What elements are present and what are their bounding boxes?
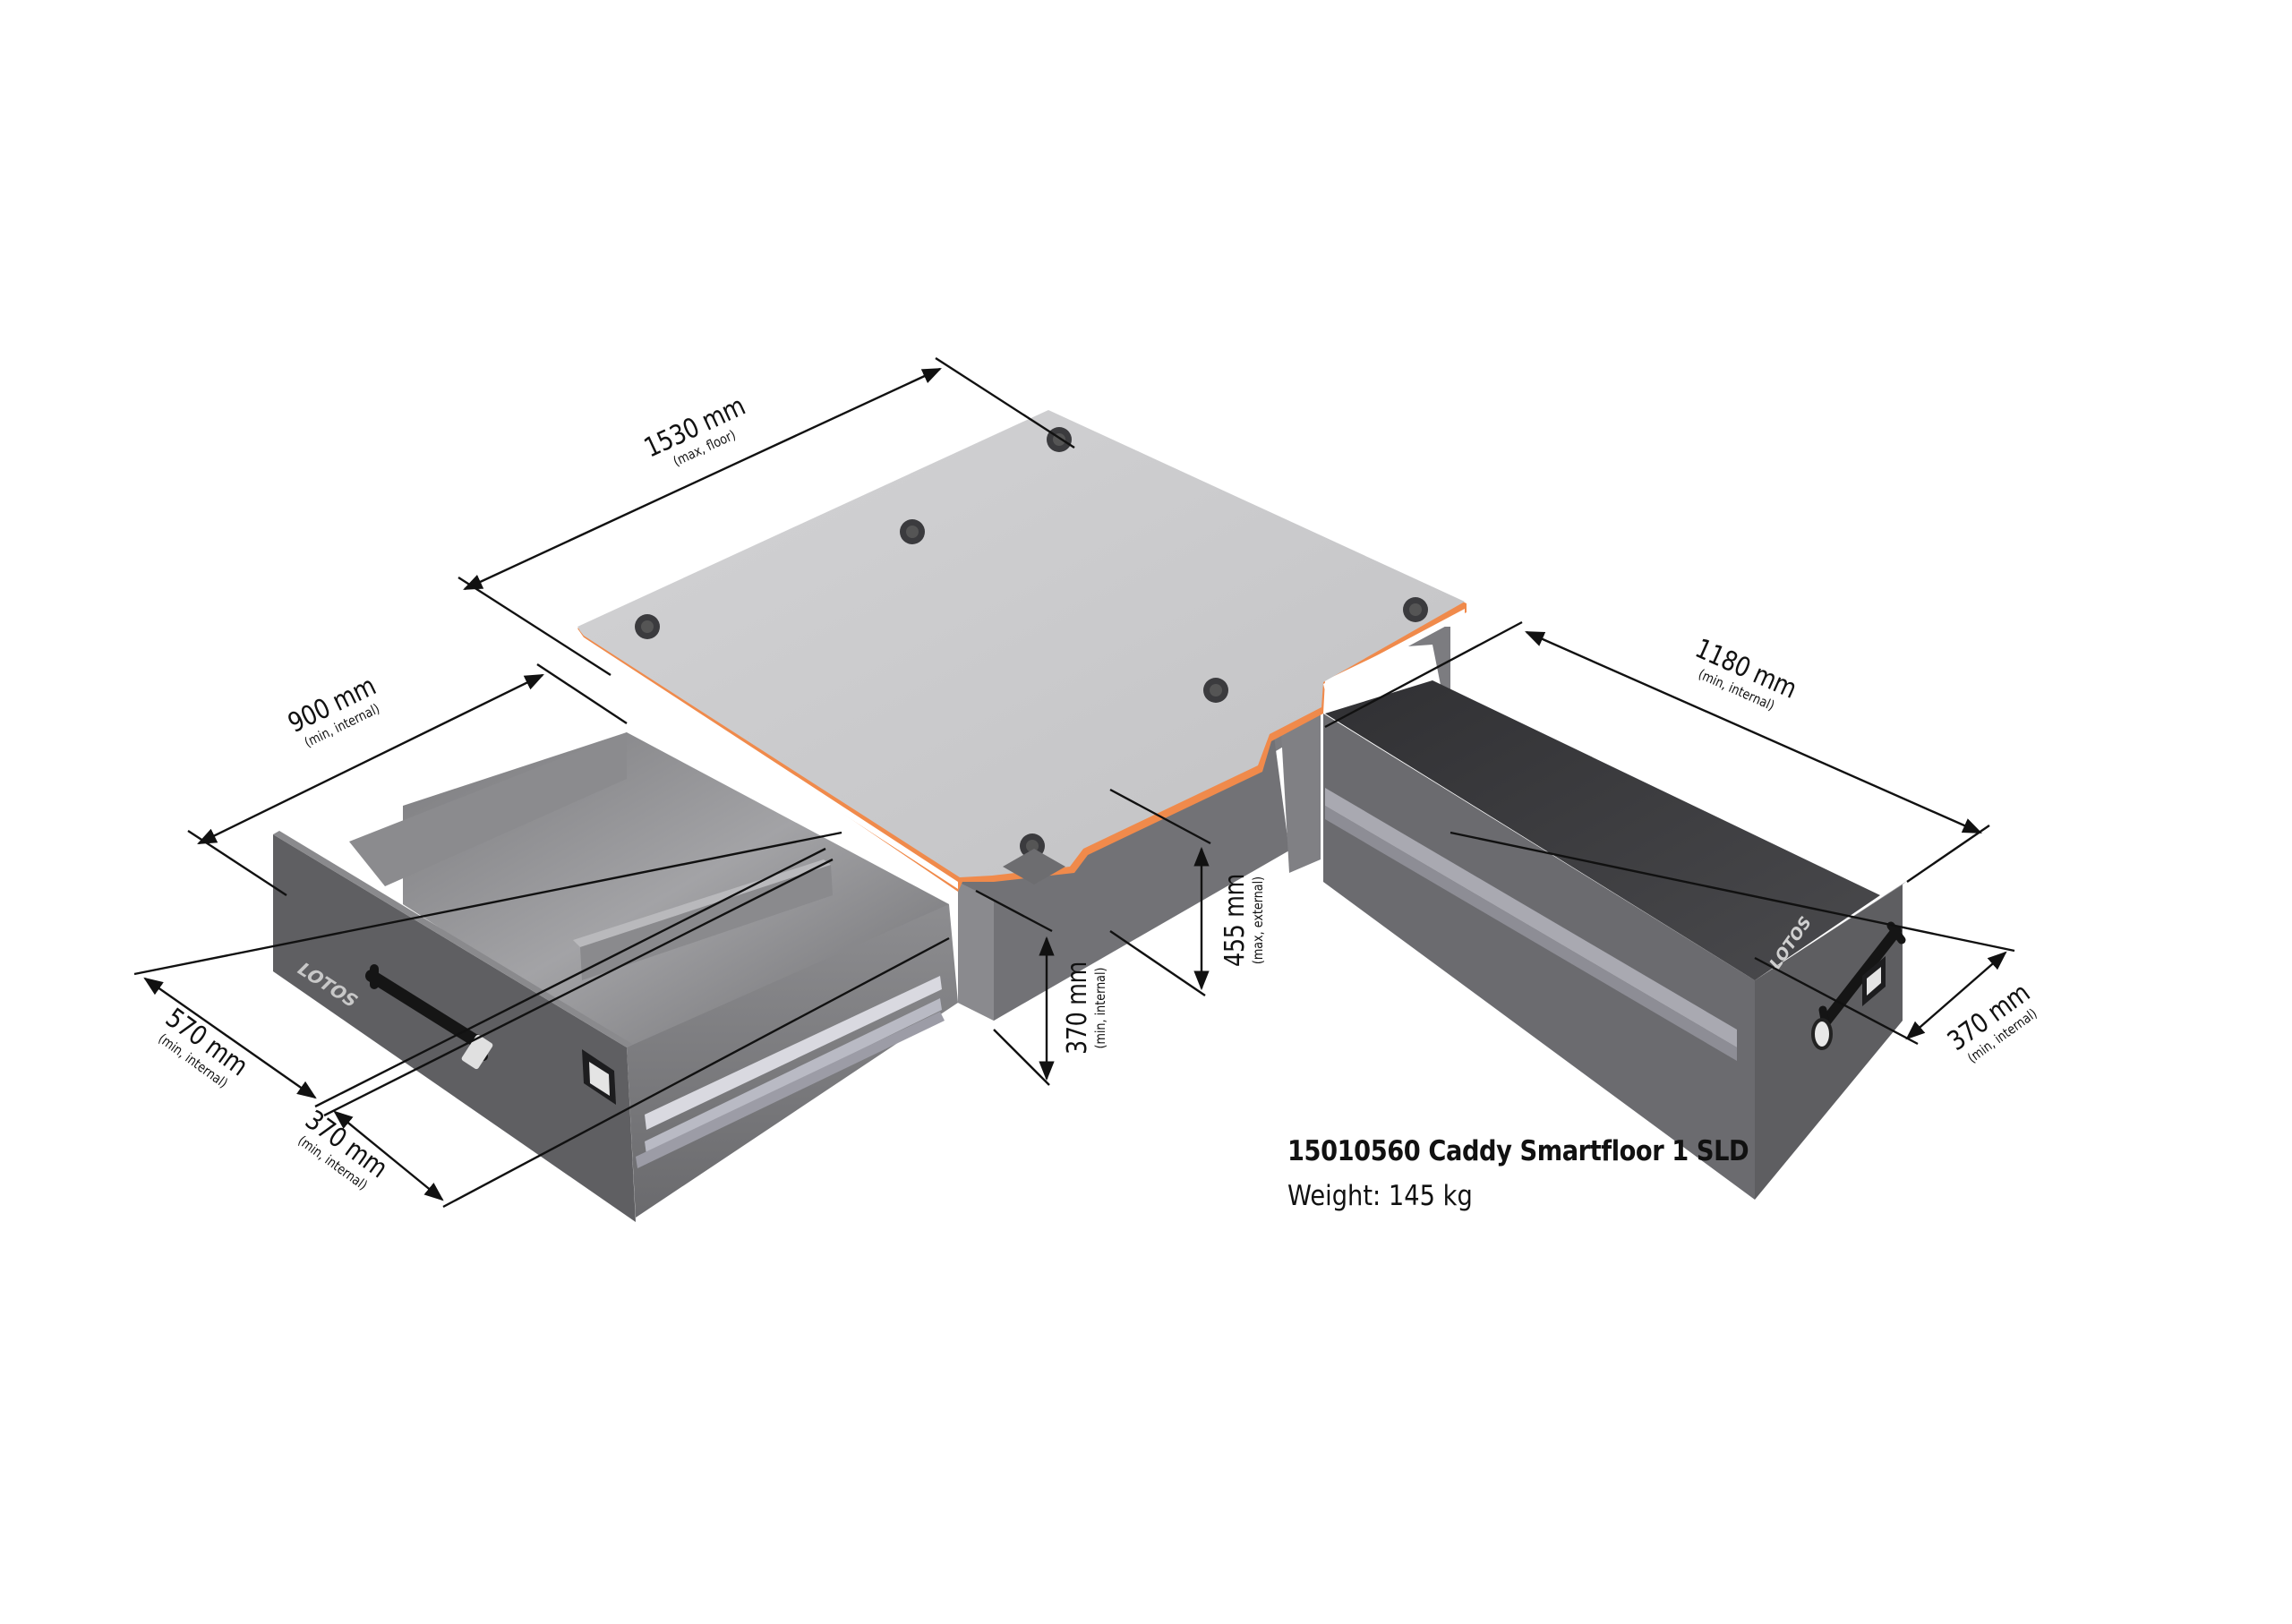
dim-center-height-external: 455 mm (max, external) (1219, 853, 1266, 987)
lock-icon[interactable] (1862, 956, 1886, 1006)
dim-note: (min, internal) (1092, 967, 1108, 1049)
left-drawer[interactable]: LOTOS (273, 732, 958, 1222)
latch-icon[interactable] (461, 1034, 494, 1070)
dim-note: (max, external) (1250, 876, 1266, 965)
dimension-lines (133, 356, 2015, 1209)
dim-value: 455 mm (1219, 874, 1251, 967)
product-info: 15010560 Caddy Smartfloor 1 SLD Weight: … (1287, 1135, 1812, 1212)
product-weight: Weight: 145 kg (1287, 1180, 1473, 1212)
right-drawer[interactable]: LOTOS (1323, 680, 1907, 1200)
product-title: 15010560 Caddy Smartfloor 1 SLD (1287, 1135, 1749, 1167)
dim-value: 370 mm (1062, 962, 1093, 1055)
lock-icon[interactable] (582, 1049, 616, 1105)
dim-center-height-internal: 370 mm (min, internal) (1062, 941, 1108, 1075)
key-lock-icon[interactable] (1811, 1018, 1833, 1050)
